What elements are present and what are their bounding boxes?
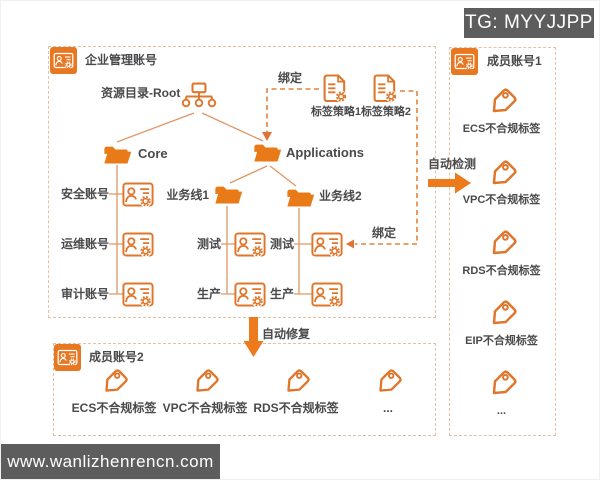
member-account-1-title: 成员账号1 — [487, 54, 542, 68]
resource-directory-root-label: 资源目录-Root — [101, 86, 181, 100]
ops-account-label: 运维账号 — [61, 237, 110, 251]
tag-icon — [372, 367, 404, 399]
account-badge-glyph-icon — [57, 349, 78, 366]
tag-icon — [485, 298, 519, 332]
tag-icon — [280, 367, 312, 399]
account-badge-glyph-icon — [53, 52, 74, 69]
tag-policy-2-icon — [368, 72, 400, 105]
enterprise-account-icon — [50, 47, 77, 74]
member-account-2-icon — [54, 344, 81, 371]
security-account-icon — [122, 181, 154, 208]
bu2-test-account-icon — [311, 231, 343, 258]
m1-tag-eip-label: EIP不合规标签 — [465, 335, 538, 347]
tag-icon — [189, 367, 221, 399]
auto-detect-label: 自动检测 — [428, 157, 477, 171]
tag-icon — [485, 368, 519, 402]
member-account-1-box — [449, 47, 556, 436]
business-line-1-folder-icon — [213, 182, 243, 205]
tag-icon — [485, 86, 519, 120]
m1-tag-ecs-label: ECS不合规标签 — [462, 123, 541, 135]
tag-icon — [485, 158, 519, 192]
auto-repair-label: 自动修复 — [262, 327, 311, 341]
tag-policy-1-label: 标签策略1 — [310, 106, 362, 118]
enterprise-account-title: 企业管理账号 — [85, 53, 158, 67]
business-line-1-label: 业务线1 — [166, 188, 209, 202]
business-line-2-label: 业务线2 — [319, 189, 362, 203]
bu2-prod-account-icon — [311, 281, 343, 308]
m1-tag-more-label: ... — [496, 405, 507, 417]
core-folder-icon — [102, 142, 132, 165]
ops-account-icon — [122, 231, 154, 258]
bu1-prod-label: 生产 — [196, 287, 221, 301]
bind-label-1: 绑定 — [278, 71, 303, 85]
bind-label-2: 绑定 — [372, 226, 397, 240]
member-account-2-title: 成员账号2 — [89, 350, 144, 364]
m1-tag-rds-label: RDS不合规标签 — [462, 265, 541, 277]
account-badge-glyph-icon — [454, 53, 475, 70]
bu2-test-label: 测试 — [269, 237, 294, 251]
applications-folder-label: Applications — [286, 145, 365, 160]
security-account-label: 安全账号 — [61, 187, 110, 201]
m1-tag-vpc-label: VPC不合规标签 — [462, 194, 541, 206]
org-tree-icon — [180, 81, 218, 112]
telegram-watermark: TG: MYYJJPP — [464, 8, 594, 38]
bu2-prod-label: 生产 — [269, 287, 294, 301]
tag-policy-1-icon — [318, 72, 350, 105]
m2-tag-more-label: ... — [382, 401, 393, 415]
tag-icon — [98, 367, 130, 399]
bu1-prod-account-icon — [234, 281, 266, 308]
tag-policy-2-label: 标签策略2 — [360, 106, 412, 118]
tag-icon — [485, 228, 519, 262]
audit-account-icon — [122, 281, 154, 308]
bu1-test-account-icon — [234, 231, 266, 258]
m2-tag-vpc-label: VPC不合规标签 — [162, 401, 248, 415]
m2-tag-ecs-label: ECS不合规标签 — [71, 401, 157, 415]
bu1-test-label: 测试 — [196, 237, 221, 251]
core-folder-label: Core — [138, 146, 168, 161]
m2-tag-rds-label: RDS不合规标签 — [253, 401, 339, 415]
member-account-1-icon — [451, 48, 478, 75]
website-watermark: www.wanlizhenrencn.com — [1, 444, 220, 479]
audit-account-label: 审计账号 — [61, 287, 110, 301]
applications-folder-icon — [252, 140, 282, 163]
business-line-2-folder-icon — [285, 185, 315, 208]
